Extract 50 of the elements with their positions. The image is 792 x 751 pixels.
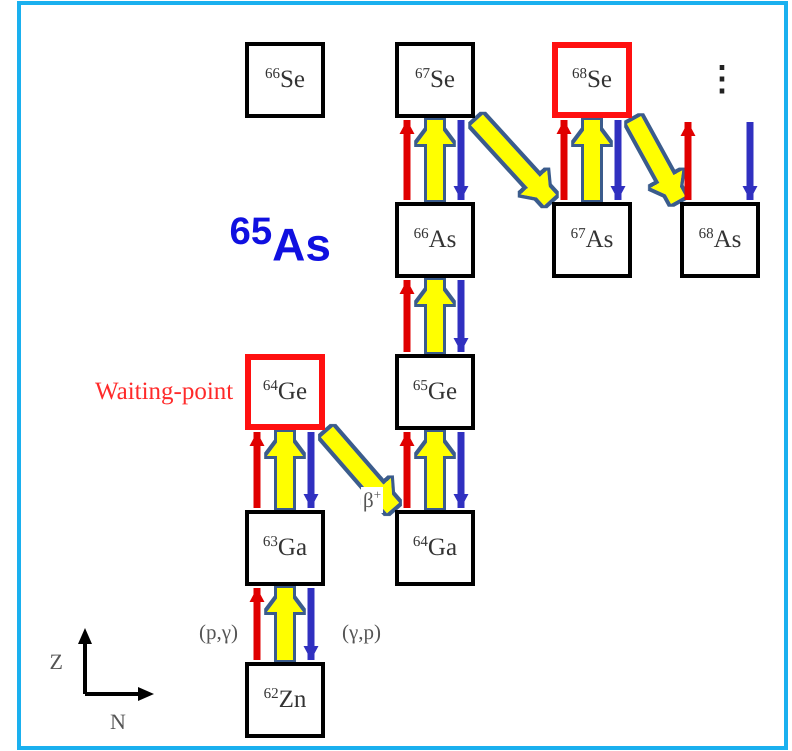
arrow	[304, 432, 318, 508]
nuclide-label: $^{62}$Zn	[264, 686, 306, 714]
nuclide-box	[245, 42, 325, 118]
nuclide-box	[245, 354, 325, 430]
flow-arrow	[320, 426, 400, 514]
flow-arrow	[267, 588, 303, 660]
nuclide-label: $^{68}$As	[698, 226, 742, 254]
flow-arrow	[574, 120, 610, 200]
nuclide-label: $^{65}$As	[230, 210, 331, 271]
nuclide-box	[552, 202, 632, 278]
arrow	[742, 122, 758, 200]
nuclide-label: $^{66}$As	[414, 226, 456, 254]
flow-arrow	[626, 116, 686, 204]
nuclide-label: $^{68}$Se	[572, 66, 612, 94]
nuclide-label: $^{64}$Ga	[412, 534, 458, 562]
arrow	[400, 280, 414, 352]
nuclide-box	[395, 510, 475, 586]
nuclide-label: $^{65}$Ge	[412, 378, 458, 406]
nuclide-box	[552, 42, 632, 118]
flow-arrow	[267, 432, 303, 508]
arrow	[610, 120, 626, 200]
nuclide-label: $^{67}$Se	[415, 66, 455, 94]
axis-label: Z	[50, 649, 63, 675]
ellipsis-mark: ⋮	[705, 60, 739, 98]
nuclide-box	[245, 510, 325, 586]
edge-label: β$^{+}$	[361, 487, 384, 513]
arrow	[304, 588, 318, 660]
nuclide-label: $^{67}$As	[570, 226, 614, 254]
flow-arrow	[417, 432, 453, 508]
nuclide-label: $^{63}$Ga	[262, 534, 308, 562]
nuclide-label: $^{66}$Se	[265, 66, 305, 94]
arrow	[680, 122, 696, 200]
nuclide-box	[245, 662, 325, 738]
nuclide-box	[395, 202, 475, 278]
nuclide-box	[680, 202, 760, 278]
arrow	[400, 432, 414, 508]
arrow	[454, 120, 468, 200]
nuclide-label: $^{64}$Ge	[262, 378, 308, 406]
flow-arrow	[471, 114, 556, 206]
arrow	[250, 588, 264, 660]
arrow	[454, 280, 468, 352]
arrow	[400, 120, 414, 200]
nuclide-box	[395, 42, 475, 118]
arrow	[556, 120, 572, 200]
arrow	[250, 432, 264, 508]
arrow	[454, 432, 468, 508]
flow-arrow	[417, 280, 453, 352]
axis-label: N	[110, 709, 126, 735]
nuclide-box	[395, 354, 475, 430]
annotation-text: Waiting-point	[95, 378, 234, 406]
